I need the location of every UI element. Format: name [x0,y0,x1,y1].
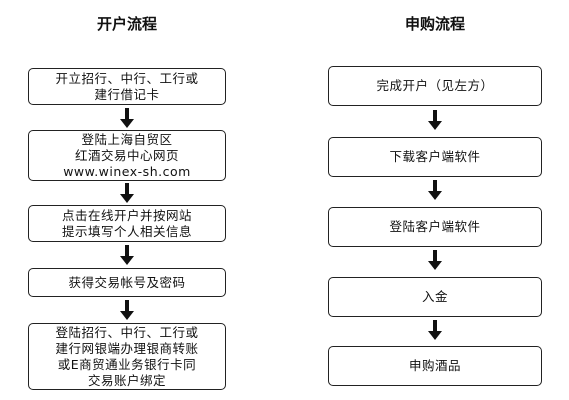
right-step-4: 入金 [328,277,542,317]
right-step-2: 下载客户端软件 [328,137,542,177]
down-arrow-icon [427,110,443,130]
left-step-5: 登陆招行、中行、工行或 建行网银端办理银商转账 或E商贸通业务银行卡同 交易账户… [28,323,226,390]
down-arrow-icon [119,300,135,320]
down-arrow-icon [427,250,443,270]
left-step-2: 登陆上海自贸区 红酒交易中心网页 www.winex-sh.com [28,130,226,181]
left-step-1: 开立招行、中行、工行或 建行借记卡 [28,68,226,105]
right-step-3: 登陆客户端软件 [328,207,542,247]
down-arrow-icon [119,108,135,128]
right-step-1: 完成开户（见左方） [328,66,542,106]
down-arrow-icon [119,183,135,203]
down-arrow-icon [119,245,135,265]
down-arrow-icon [427,320,443,340]
right-flow-title: 申购流程 [404,15,465,33]
left-step-4: 获得交易帐号及密码 [28,268,226,297]
right-step-5: 申购酒品 [328,346,542,386]
down-arrow-icon [427,180,443,200]
left-step-3: 点击在线开户并按网站 提示填写个人相关信息 [28,205,226,242]
left-flow-title: 开户流程 [96,15,157,33]
